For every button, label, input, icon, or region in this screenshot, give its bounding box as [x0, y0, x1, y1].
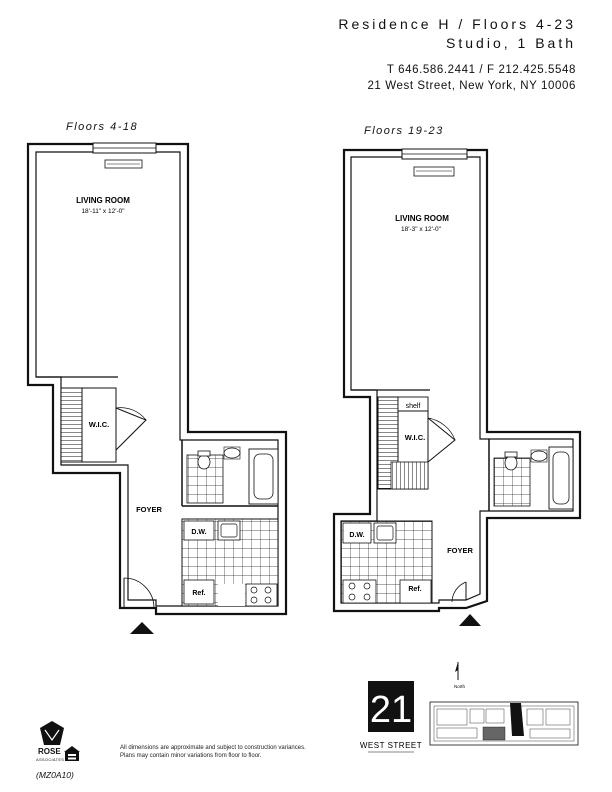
plan-b-foyer-label: FOYER [447, 546, 473, 555]
phone-fax: T 646.586.2441 / F 212.425.5548 [386, 64, 576, 76]
key-plan [429, 701, 579, 746]
floor-label-b: Floors 19-23 [364, 125, 444, 137]
plan-a-bathroom [181, 440, 279, 507]
plan-b-living-dims: 18'-3" x 12'-0" [401, 226, 442, 233]
building-logo: 21 WEST STREET [360, 681, 422, 753]
brand-sub: ASSOCIATES [36, 757, 65, 762]
plan-a-entry-marker [130, 622, 154, 634]
plan-a-kitchen [181, 518, 279, 607]
disclaimer-line2: Plans may contain minor variations from … [120, 753, 262, 759]
brand-name: ROSE [38, 747, 61, 756]
plan-a-living-label: LIVING ROOM [76, 196, 130, 205]
plan-b-dw-label: D.W. [349, 532, 364, 539]
plan-a: LIVING ROOM 18'-11" x 12'-0" W.I.C. FOYE… [26, 142, 288, 634]
address: 21 West Street, New York, NY 10006 [367, 80, 576, 92]
disclaimer-line1: All dimensions are approximate and subje… [120, 745, 306, 751]
equal-housing-icon [64, 746, 80, 761]
logo-number: 21 [370, 689, 412, 731]
plan-b-shelf-label: shelf [406, 403, 421, 410]
contact-info: T 646.586.2441 / F 212.425.5548 21 West … [367, 62, 576, 94]
plan-b-wic [377, 396, 456, 490]
plan-a-window [92, 142, 157, 169]
plan-b-living-label: LIVING ROOM [395, 214, 449, 223]
plan-b-entry-marker [459, 614, 481, 626]
plan-b-kitchen [340, 520, 433, 604]
plan-b-wic-label: W.I.C. [405, 433, 425, 442]
plan-b-window [401, 148, 468, 177]
plan-title: Residence H / Floors 4-23 Studio, 1 Bath [338, 15, 576, 53]
key-plan-unit-highlight [510, 703, 524, 736]
north-label: North [454, 684, 466, 689]
disclaimer: All dimensions are approximate and subje… [120, 744, 306, 760]
north-arrow-icon: North [454, 662, 466, 689]
plan-a-ref-label: Ref. [192, 590, 205, 597]
plan-a-wic [60, 387, 147, 463]
plan-a-wic-label: W.I.C. [89, 420, 109, 429]
plan-a-foyer-label: FOYER [136, 505, 162, 514]
logo-name: WEST STREET [360, 741, 422, 750]
plan-code: (MZ0A10) [36, 770, 74, 780]
title-unit-type: Studio, 1 Bath [446, 35, 576, 51]
plan-b-ref-label: Ref. [408, 586, 421, 593]
floor-label-a: Floors 4-18 [66, 121, 139, 133]
rose-associates-logo [40, 721, 64, 745]
plan-b-bathroom [488, 439, 574, 511]
plan-b-entry-door [451, 581, 467, 603]
plan-b: LIVING ROOM 18'-3" x 12'-0" shelf W.I.C.… [332, 148, 582, 626]
title-residence: Residence H / Floors 4-23 [338, 16, 576, 32]
plan-a-entry-door [123, 577, 155, 609]
plan-a-living-dims: 18'-11" x 12'-0" [81, 208, 125, 215]
plan-a-dw-label: D.W. [191, 529, 206, 536]
